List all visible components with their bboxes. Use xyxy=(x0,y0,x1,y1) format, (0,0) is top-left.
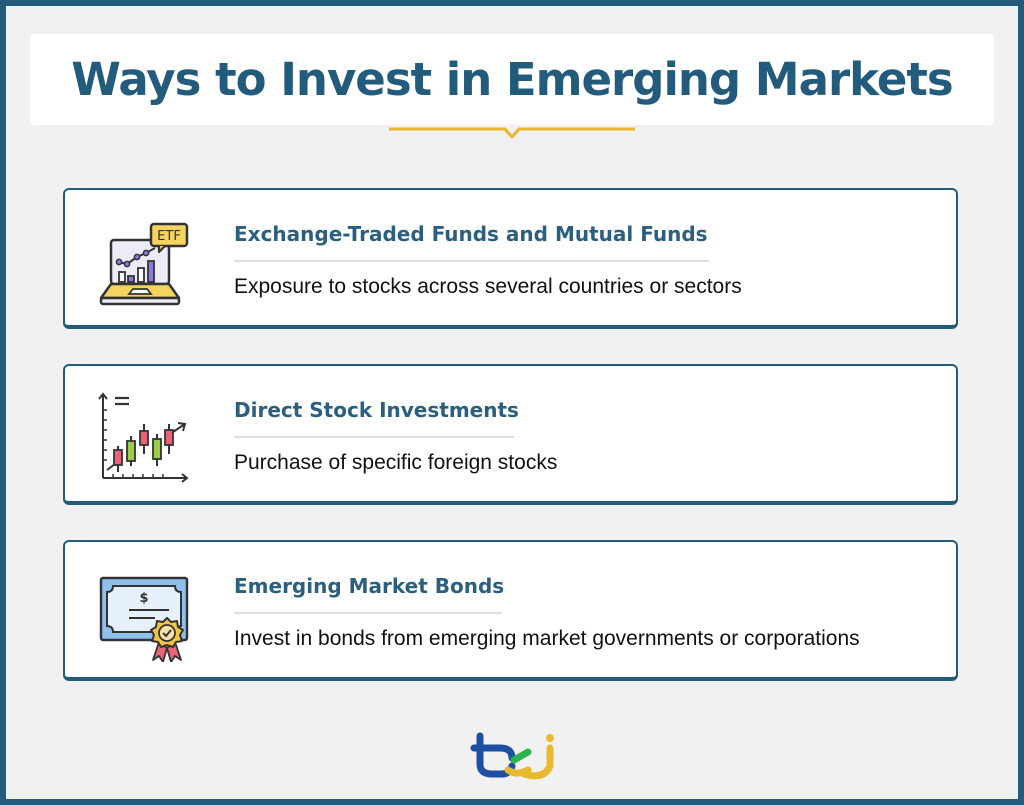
card-description: Invest in bonds from emerging market gov… xyxy=(234,627,860,650)
etf-laptop-icon: ETF xyxy=(99,222,189,306)
candlestick-chart-icon xyxy=(98,392,189,483)
card-etf-mutual-funds: ETF Exchange-Traded Funds and Mutual Fun… xyxy=(63,188,958,329)
svg-text:ETF: ETF xyxy=(157,229,181,244)
tej-logo xyxy=(470,732,554,780)
infographic-frame: Ways to Invest in Emerging Markets ETF E… xyxy=(6,6,1018,799)
heading-underline xyxy=(234,260,709,262)
card-heading: Direct Stock Investments xyxy=(234,398,519,422)
svg-text:$: $ xyxy=(139,591,148,606)
bond-certificate-icon: $ xyxy=(99,576,189,662)
card-heading: Emerging Market Bonds xyxy=(234,574,505,598)
card-description: Purchase of specific foreign stocks xyxy=(234,451,558,474)
card-emerging-market-bonds: $ Emerging Market Bonds Invest in bonds … xyxy=(63,540,958,681)
title-banner: Ways to Invest in Emerging Markets xyxy=(30,34,994,125)
heading-underline xyxy=(234,612,502,614)
title-divider-chevron xyxy=(389,127,635,139)
card-direct-stock: Direct Stock Investments Purchase of spe… xyxy=(63,364,958,505)
card-description: Exposure to stocks across several countr… xyxy=(234,275,742,298)
card-heading: Exchange-Traded Funds and Mutual Funds xyxy=(234,222,708,246)
page-title: Ways to Invest in Emerging Markets xyxy=(71,53,953,106)
heading-underline xyxy=(234,436,514,438)
